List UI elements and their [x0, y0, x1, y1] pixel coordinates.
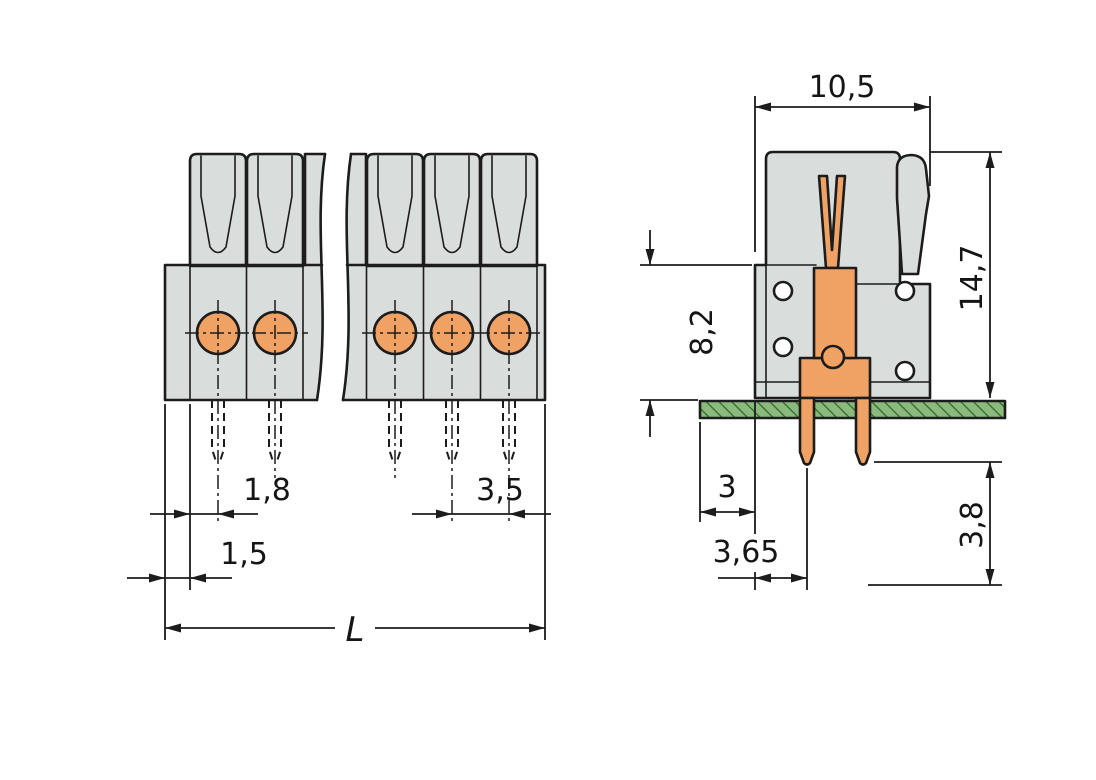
conductor-entry-funnel	[434, 155, 470, 254]
dim-label-14-7: 14,7	[955, 245, 990, 312]
solder-pin-side	[798, 396, 816, 466]
dim-label-L: L	[346, 610, 365, 650]
arrowhead	[791, 573, 807, 583]
pole-tower	[245, 152, 305, 268]
arrowhead	[645, 249, 655, 265]
conductor-entry-funnel	[200, 155, 236, 254]
arrowhead	[755, 573, 771, 583]
arrowhead	[985, 382, 995, 398]
dimension-lines	[127, 513, 551, 629]
side-dimensions: 10,5 8,2 14,7 3 3,65 3,8	[640, 70, 1002, 590]
extension-lines	[164, 404, 546, 640]
dim-label-1-5: 1,5	[220, 537, 268, 572]
arrowhead	[985, 462, 995, 478]
dim-label-3-5: 3,5	[476, 473, 524, 508]
housing-hole	[772, 336, 794, 358]
conductor-entry-funnel	[257, 155, 293, 254]
dimension-lines	[649, 106, 991, 585]
dim-label-1-8: 1,8	[243, 473, 291, 508]
housing-hole	[894, 360, 916, 382]
solder-pin	[445, 400, 459, 464]
arrowhead	[218, 509, 234, 519]
arrowhead	[149, 573, 165, 583]
arrowhead	[755, 102, 771, 112]
solder-pin-side	[854, 396, 872, 466]
conductor-entry-funnel	[377, 155, 413, 254]
arrowhead	[985, 569, 995, 585]
pole-tower	[479, 152, 539, 268]
front-view: 1,8 1,5 3,5 L	[127, 152, 551, 650]
arrowhead	[700, 507, 716, 517]
housing-internal-lines	[754, 264, 931, 399]
conductor-entry-funnel	[491, 155, 527, 254]
pole-tower	[365, 152, 425, 268]
dim-label-3-65: 3,65	[713, 535, 780, 570]
pcb-outline	[698, 399, 1007, 420]
solder-pins-front	[211, 300, 516, 522]
pcb-board	[698, 399, 1007, 420]
arrowhead	[529, 623, 545, 633]
dim-label-8-2: 8,2	[685, 308, 720, 356]
arrowhead	[914, 102, 930, 112]
arrowhead	[509, 509, 525, 519]
solder-pin	[211, 400, 225, 464]
dim-label-3: 3	[717, 470, 736, 505]
break-sliver-edges	[303, 152, 368, 267]
pole-tower	[422, 152, 482, 268]
arrowhead	[739, 507, 755, 517]
arrowhead	[174, 509, 190, 519]
pole-towers	[188, 152, 539, 268]
arrowhead	[645, 400, 655, 416]
arrowhead	[190, 573, 206, 583]
housing-hole	[894, 280, 916, 302]
extension-lines	[640, 96, 1002, 590]
front-dimensions: 1,8 1,5 3,5 L	[127, 404, 551, 650]
side-view: 10,5 8,2 14,7 3 3,65 3,8	[640, 70, 1007, 590]
housing-right-outline	[341, 263, 547, 402]
dim-label-3-8: 3,8	[955, 501, 990, 549]
arrowhead	[985, 152, 995, 168]
clamp-spring-contact	[798, 174, 872, 466]
solder-pin	[388, 400, 402, 464]
locking-latch	[895, 153, 931, 276]
contact-body-mid	[812, 266, 858, 360]
break-line-right	[341, 152, 353, 402]
housing-left-outline	[163, 263, 324, 402]
label-mask	[335, 609, 375, 645]
housing-hole	[772, 280, 794, 302]
dim-label-10-5: 10,5	[809, 70, 876, 105]
arrowhead	[165, 623, 181, 633]
arrowhead	[436, 509, 452, 519]
pcb-hatch	[700, 401, 1005, 418]
break-line-left	[315, 152, 327, 402]
clamp-pivot	[820, 344, 846, 370]
solder-pin	[268, 400, 282, 464]
solder-pin	[502, 400, 516, 464]
pole-tower	[188, 152, 248, 268]
